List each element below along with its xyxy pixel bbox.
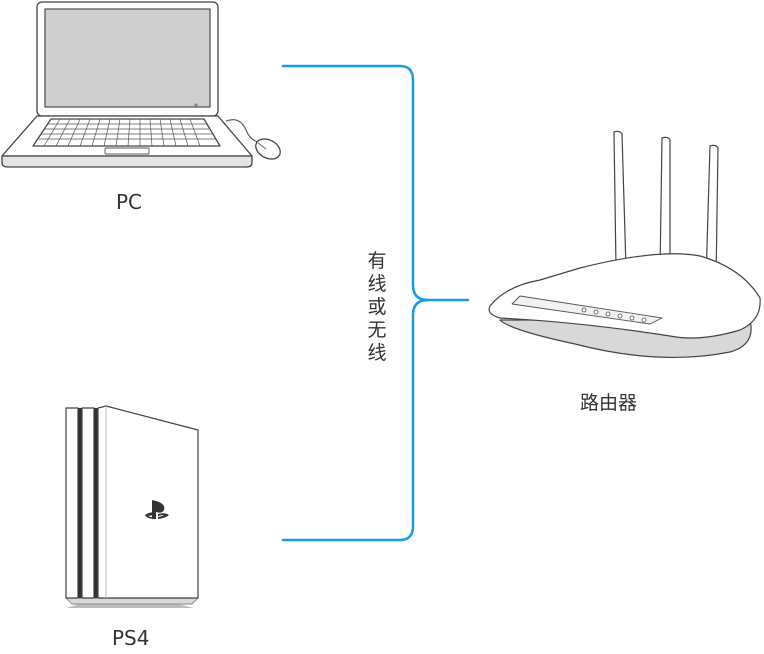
pc-connection-line: [281, 64, 470, 302]
mouse-icon: [255, 138, 281, 160]
router-status-lights: [581, 307, 647, 323]
connection-type-label: 有线或无线: [367, 250, 387, 364]
router-antenna-middle: [659, 136, 671, 273]
router-antenna-right: [705, 144, 719, 281]
pc-label: PC: [116, 190, 143, 214]
ps4-label: PS4: [112, 626, 150, 650]
playstation-logo-icon: [145, 500, 169, 519]
ps4-connection-line: [281, 298, 430, 542]
connection-lines: [281, 64, 470, 542]
laptop-icon: [1, 1, 281, 168]
game-console-icon: [65, 405, 199, 608]
router-label: 路由器: [580, 392, 638, 414]
router-antenna-left: [613, 130, 627, 269]
router-icon: [488, 130, 761, 359]
